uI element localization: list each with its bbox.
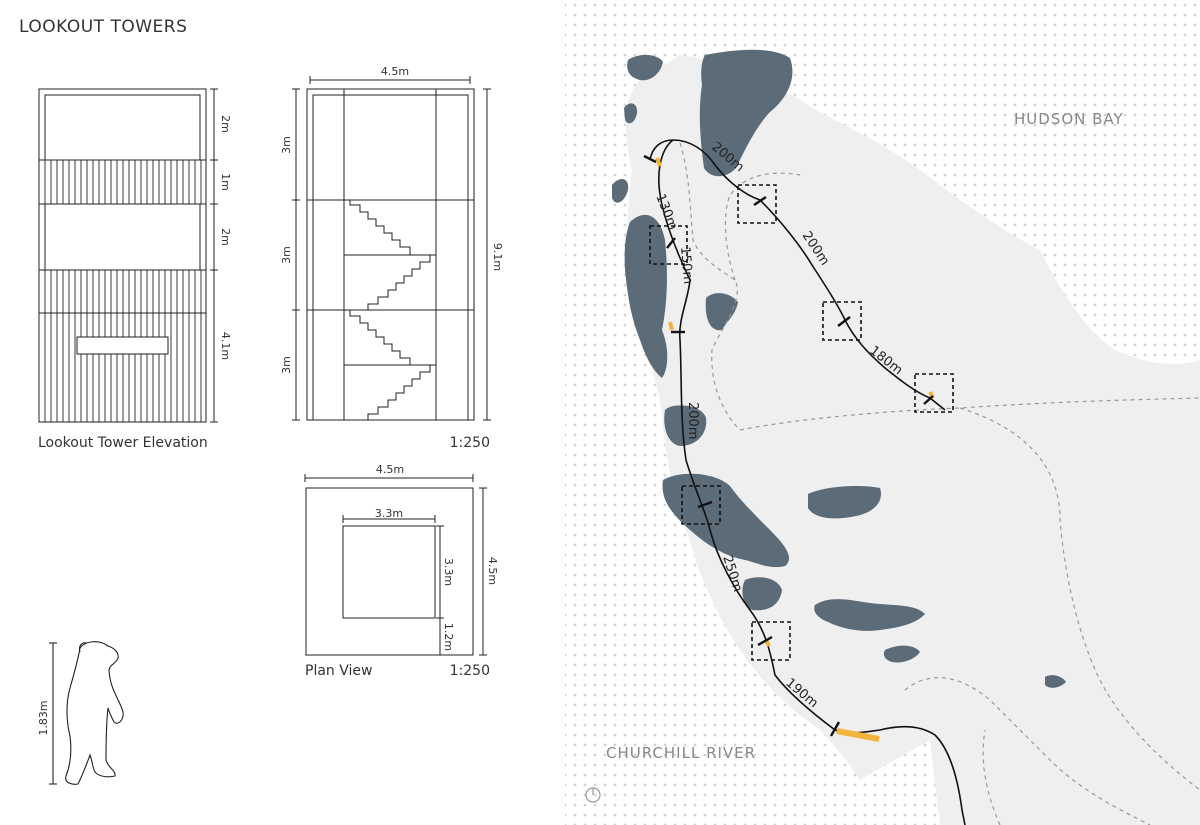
tower-drawings: 2m 1m 2m 4.1m Lookout Tower Elevation [37, 65, 504, 785]
tower-markers [649, 184, 954, 661]
churchill-river-label: CHURCHILL RIVER [606, 744, 756, 762]
land-mass [625, 55, 1200, 825]
rock-outcrops [612, 49, 1066, 688]
plan-drawing [304, 474, 487, 656]
plan-outer-width: 4.5m [376, 463, 404, 476]
plan-offset: 1.2m [442, 623, 455, 651]
tower-marker-6[interactable] [751, 621, 791, 661]
plan-caption: Plan View [305, 663, 372, 679]
plan-inner-width: 3.3m [375, 507, 403, 520]
site-map: 200m 200m 180m 130m 150m 200m 250m 190m … [565, 0, 1200, 825]
elevation-dim-top: 2m [219, 115, 232, 133]
section-height-label: 9.1m [491, 243, 504, 271]
tower-marker-3[interactable] [822, 301, 862, 341]
compass-icon [585, 787, 601, 803]
dashed-roads [679, 142, 1200, 825]
section-floor-1: 3m [280, 136, 293, 154]
tower-marker-1[interactable] [737, 184, 777, 224]
elevation-caption: Lookout Tower Elevation [38, 435, 208, 451]
segment-label-5: 150m [677, 246, 695, 285]
section-floor-3: 3m [280, 356, 293, 374]
trail-path [649, 139, 966, 825]
segment-label-6: 200m [685, 402, 700, 439]
bear-silhouette [65, 641, 124, 785]
section-drawing [292, 76, 491, 421]
bear-figure [49, 641, 124, 785]
segment-ticks [643, 154, 934, 737]
elevation-drawing [38, 88, 218, 423]
elevation-dim-mid: 2m [219, 228, 232, 246]
tower-marker-5[interactable] [681, 485, 721, 525]
page-title: LOOKOUT TOWERS [19, 17, 188, 37]
tower-marker-4[interactable] [914, 373, 954, 413]
plan-outer-height: 4.5m [486, 557, 499, 585]
plan-scale: 1:250 [450, 663, 490, 679]
elevation-dim-band: 1m [219, 173, 232, 191]
hudson-bay-label: HUDSON BAY [1014, 110, 1124, 128]
plan-inner-height: 3.3m [442, 558, 455, 586]
section-floor-2: 3m [280, 246, 293, 264]
tower-marker-2[interactable] [649, 225, 688, 265]
elevation-dim-base: 4.1m [219, 332, 232, 360]
section-width-label: 4.5m [381, 65, 409, 78]
section-scale: 1:250 [450, 435, 490, 451]
bear-height-label: 1.83m [37, 700, 50, 735]
